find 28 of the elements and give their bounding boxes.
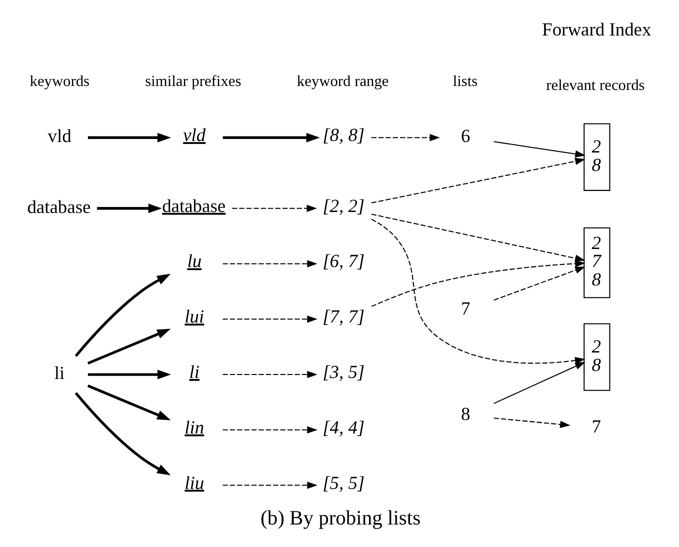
- caption: (b) By probing lists: [260, 507, 421, 530]
- node-text: database: [27, 196, 91, 217]
- node-text: 7: [461, 298, 470, 318]
- node-text: lui: [184, 306, 204, 327]
- label: keyword range: [296, 72, 389, 90]
- node-text: [5, 5]: [322, 472, 365, 493]
- node-text: vld: [48, 126, 72, 146]
- node-text: 6: [461, 126, 470, 146]
- node-text: [7, 7]: [322, 306, 365, 327]
- node-text: 8: [461, 404, 470, 424]
- node-text: li: [54, 363, 65, 384]
- label: relevant records: [546, 76, 645, 94]
- label: similar prefixes: [145, 72, 242, 90]
- node-text: lin: [184, 417, 204, 438]
- node-text: li: [189, 362, 200, 382]
- node-text: [6, 7]: [322, 251, 365, 272]
- node-text: 7: [592, 416, 602, 436]
- node-text: lu: [187, 251, 202, 272]
- label: lists: [452, 72, 478, 90]
- label: keywords: [30, 72, 90, 90]
- node-text: [2, 2]: [322, 196, 365, 216]
- label: Forward Index: [542, 19, 652, 40]
- node-text: [4, 4]: [322, 417, 365, 438]
- node-text: liu: [184, 472, 204, 493]
- node-text: database: [162, 196, 226, 216]
- node-text: [8, 8]: [322, 125, 365, 146]
- node-text: [3, 5]: [322, 362, 365, 382]
- node-text: vld: [183, 125, 206, 146]
